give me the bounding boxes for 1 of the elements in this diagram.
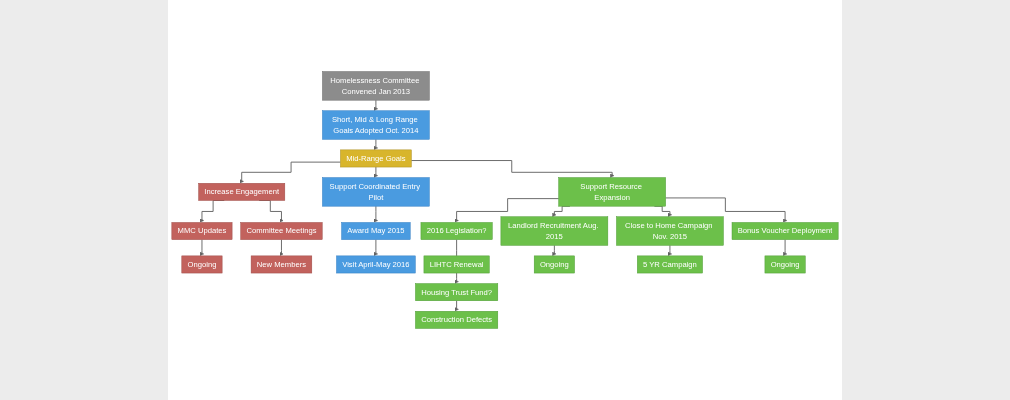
connector (456, 239, 458, 257)
